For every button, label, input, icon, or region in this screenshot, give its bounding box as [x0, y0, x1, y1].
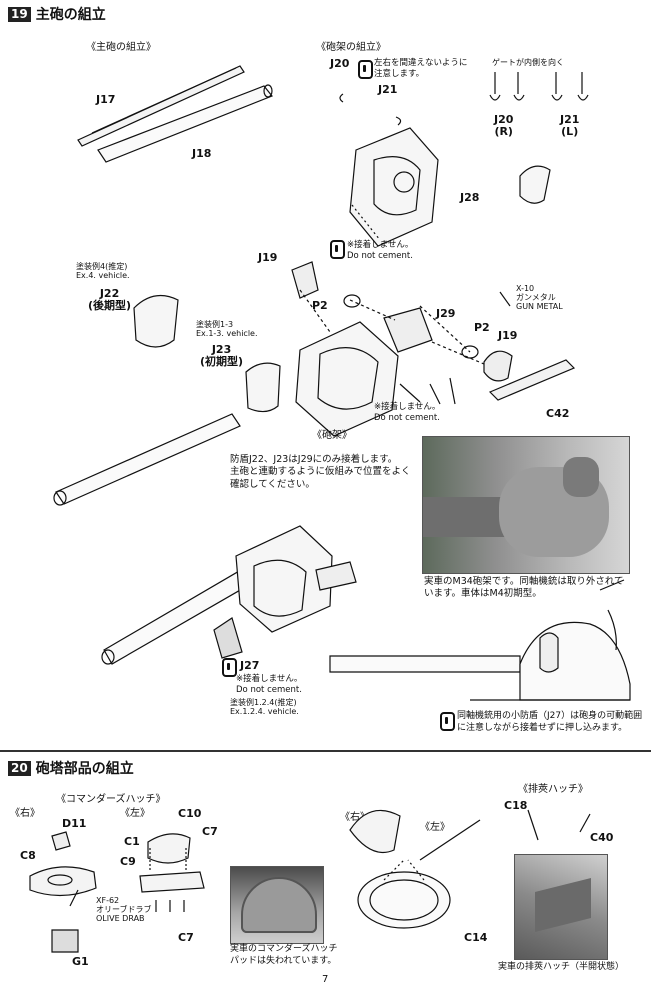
part-label-p2-right: P2 — [474, 321, 490, 334]
step-19-header: 19 主砲の組立 — [8, 4, 106, 24]
part-label-j19-top: J19 — [258, 251, 278, 264]
part-label-j20: J20 — [330, 57, 350, 70]
label-left-2: 《左》 — [420, 822, 450, 833]
note-left-right: 左右を間違えないように 注意します。 — [374, 58, 468, 80]
part-label-j28: J28 — [460, 191, 480, 204]
part-label-j18: J18 — [192, 147, 212, 160]
part-label-d11: D11 — [62, 817, 87, 830]
part-label-c9: C9 — [120, 855, 136, 868]
part-label-c42: C42 — [546, 407, 570, 420]
ex4-vehicle: 塗装例4(推定) Ex.4. vehicle. — [76, 262, 130, 281]
j27-note: 同軸機銃用の小防盾（J27）は砲身の可動範囲 に注意しながら接着せずに押し込みま… — [457, 711, 643, 733]
part-label-c18: C18 — [504, 799, 528, 812]
mount-label: 《砲架》 — [312, 430, 352, 441]
paint-olive-drab: XF-62 オリーブドラブ OLIVE DRAB — [96, 896, 152, 924]
step-19-number: 19 — [8, 6, 31, 22]
part-label-j23: J23 (初期型) — [200, 343, 244, 368]
section-divider — [0, 750, 651, 752]
label-right-1: 《右》 — [10, 808, 40, 819]
ex124-vehicle: 塗装例1.2.4(推定) Ex.1.2.4. vehicle. — [230, 698, 299, 717]
page-number: 7 — [322, 974, 329, 985]
part-label-p2-left: P2 — [312, 299, 328, 312]
step-19-title: 主砲の組立 — [35, 7, 106, 23]
no-cement-icon-j27 — [222, 658, 237, 677]
photo-m34-mount — [422, 436, 630, 574]
part-label-g1: G1 — [72, 955, 89, 968]
no-cement-icon-top — [330, 240, 345, 259]
part-label-c40: C40 — [590, 831, 614, 844]
step-20-header: 20 砲塔部品の組立 — [8, 758, 134, 778]
part-label-j27: J27 — [240, 659, 260, 672]
step-20-number: 20 — [8, 760, 31, 776]
gate-note: ゲートが内側を向く — [492, 58, 564, 67]
part-label-j22: J22 (後期型) — [88, 287, 132, 312]
photo-ejection-hatch — [514, 854, 608, 960]
photo-commander-hatch — [230, 866, 324, 944]
part-label-c8: C8 — [20, 849, 36, 862]
photo-ejection-caption: 実車の排莢ハッチ（半開状態） — [498, 962, 625, 972]
step-20-title: 砲塔部品の組立 — [35, 761, 134, 777]
instruction-text: 防盾J22、J23はJ29にのみ接着します。 主砲と連動するように仮組みで位置を… — [230, 454, 411, 490]
no-cement-top: ※接着しません。 Do not cement. — [347, 240, 414, 262]
part-label-c14: C14 — [464, 931, 488, 944]
label-right-2: 《右》 — [340, 812, 370, 823]
no-cement-icon-note — [440, 712, 455, 731]
no-cement-mid: ※接着しません。 Do not cement. — [374, 402, 441, 424]
part-label-j21: J21 — [378, 83, 398, 96]
photo-commander-caption: 実車のコマンダーズハッチ パッドは失われています。 — [230, 944, 338, 966]
part-label-c1: C1 — [124, 835, 140, 848]
part-label-j29: J29 — [436, 307, 456, 320]
part-label-j20-r: J20 (R) — [494, 113, 514, 138]
label-left-1: 《左》 — [120, 808, 150, 819]
subheading-commander-hatch: 《コマンダーズハッチ》 — [56, 794, 166, 805]
part-label-c10: C10 — [178, 807, 202, 820]
part-label-j19-right: J19 — [498, 329, 518, 342]
part-label-c7-top: C7 — [202, 825, 218, 838]
part-label-j21-l: J21 (L) — [560, 113, 580, 138]
part-label-j17: J17 — [96, 93, 116, 106]
no-cement-j27: ※接着しません。 Do not cement. — [236, 674, 303, 696]
ex13-vehicle: 塗装例1-3 Ex.1-3. vehicle. — [196, 320, 258, 339]
photo-m34-caption: 実車のM34砲架です。同軸機銃は取り外されて います。車体はM4初期型。 — [424, 576, 624, 600]
subheading-ejection-hatch: 《排莢ハッチ》 — [518, 784, 588, 795]
part-label-c7-bottom: C7 — [178, 931, 194, 944]
subheading-gun-mount: 《砲架の組立》 — [316, 42, 386, 53]
no-cement-icon — [358, 60, 373, 79]
subheading-main-gun: 《主砲の組立》 — [86, 42, 156, 53]
paint-gunmetal: X-10 ガンメタル GUN METAL — [516, 284, 563, 312]
